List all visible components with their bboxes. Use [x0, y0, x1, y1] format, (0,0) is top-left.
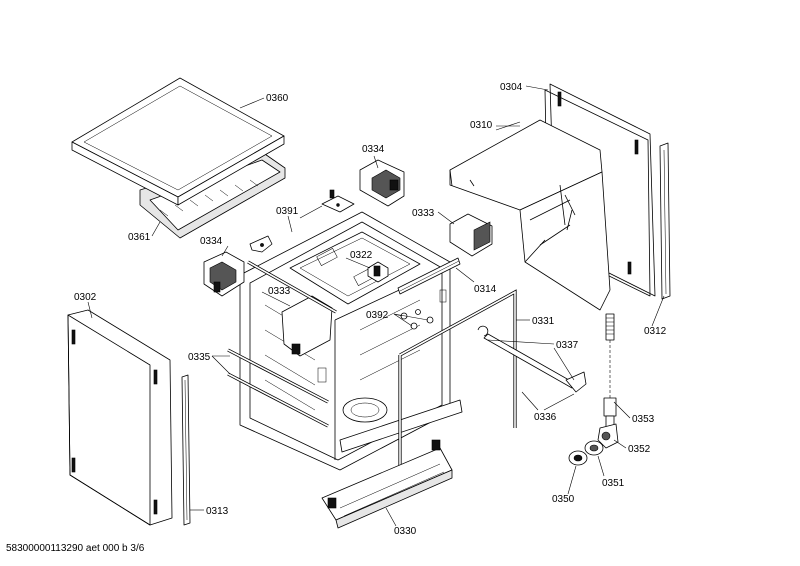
part-0334-cover-left[interactable]	[203, 251, 245, 297]
part-0302-side-panel[interactable]	[67, 309, 173, 526]
part-0351-nut[interactable]	[584, 440, 604, 456]
diagram-footer-code: 58300000113290 aet 000 b 3/6	[6, 543, 145, 554]
part-0337-spray-arm[interactable]	[477, 325, 587, 393]
part-0310-top-frame[interactable]	[449, 119, 611, 311]
part-0353-hose-fitting[interactable]	[603, 313, 617, 431]
label-0392: 0392	[366, 310, 389, 321]
part-0333-bracket-left[interactable]	[281, 295, 333, 357]
part-0360-worktop[interactable]	[71, 77, 286, 239]
label-0313: 0313	[206, 506, 229, 517]
label-0336: 0336	[534, 412, 557, 423]
leader-lines	[87, 85, 665, 527]
label-0351: 0351	[602, 478, 625, 489]
label-0335: 0335	[188, 352, 211, 363]
tub-cabinet	[239, 211, 463, 471]
part-0312-seal-strip[interactable]	[659, 142, 671, 300]
part-0335-frame-seal[interactable]	[227, 260, 337, 428]
label-0353: 0353	[632, 414, 655, 425]
label-0304: 0304	[500, 82, 523, 93]
label-0333-left: 0333	[268, 286, 291, 297]
label-0334-top: 0334	[362, 144, 385, 155]
label-0391: 0391	[276, 206, 299, 217]
label-0337: 0337	[556, 340, 579, 351]
label-0314: 0314	[474, 284, 497, 295]
part-0334-cover-top[interactable]	[359, 159, 405, 207]
part-labels: 0360 0361 0334 0391 0334 0333 0322 0333 …	[74, 82, 667, 537]
part-0391-hinge[interactable]	[249, 189, 355, 253]
label-0333-right: 0333	[412, 208, 435, 219]
label-0312: 0312	[644, 326, 667, 337]
part-0330-kickplate[interactable]	[321, 439, 453, 529]
label-0331: 0331	[532, 316, 555, 327]
label-0330: 0330	[394, 526, 417, 537]
label-0334-left: 0334	[200, 236, 223, 247]
part-0352-valve[interactable]	[597, 423, 619, 449]
part-0333-bracket-right[interactable]	[449, 213, 493, 257]
label-0360: 0360	[266, 93, 289, 104]
label-0310: 0310	[470, 120, 493, 131]
label-0350: 0350	[552, 494, 575, 505]
part-0314-rail[interactable]	[397, 257, 461, 295]
part-0331-door-gasket[interactable]	[398, 289, 517, 480]
label-0361: 0361	[128, 232, 151, 243]
part-0350-cap[interactable]	[568, 450, 588, 466]
label-0322: 0322	[350, 250, 373, 261]
label-0302: 0302	[74, 292, 97, 303]
label-0352: 0352	[628, 444, 651, 455]
part-0322-clip[interactable]	[367, 261, 389, 283]
part-0313-seal-strip[interactable]	[181, 374, 191, 526]
